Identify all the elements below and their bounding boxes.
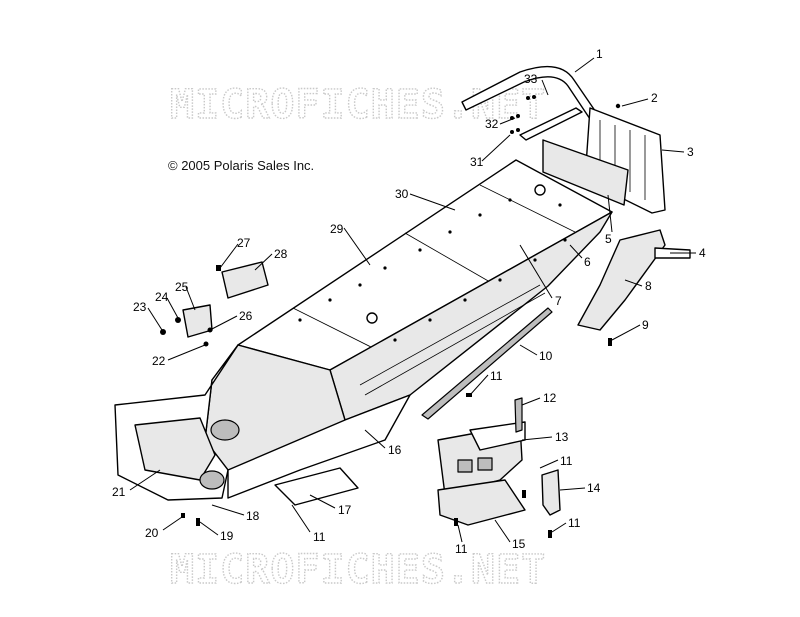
callout-16: 16 [388,443,402,457]
callout-4: 4 [699,246,706,260]
callout-labels: 1 2 3 4 5 6 7 8 9 10 11 12 13 11 14 11 1… [112,47,706,556]
watermark-bottom: MICROFICHES.NET [170,547,546,593]
callout-28: 28 [274,247,288,261]
chassis-tunnel [114,159,613,501]
callout-5: 5 [605,232,612,246]
callout-11e: 11 [313,530,326,544]
callout-24: 24 [155,290,169,304]
callout-33: 33 [524,72,538,86]
bracket-28 [221,261,269,299]
copyright-text: © 2005 Polaris Sales Inc. [168,158,314,173]
bracket-25 [182,304,213,338]
callout-7: 7 [555,294,562,308]
callout-12: 12 [543,391,557,405]
rail-strip [421,307,553,420]
callout-15: 15 [512,537,526,551]
callout-1: 1 [596,47,603,61]
running-board [577,229,666,331]
callout-30: 30 [395,187,409,201]
callout-11b: 11 [560,454,573,468]
front-brackets [437,421,526,526]
callout-8: 8 [645,279,652,293]
callout-21: 21 [112,485,126,499]
callout-25: 25 [175,280,189,294]
callout-31: 31 [470,155,484,169]
callout-23: 23 [133,300,147,314]
callout-11d: 11 [455,542,468,556]
callout-27: 27 [237,236,251,250]
callout-17: 17 [338,503,352,517]
callout-11a: 11 [490,369,503,383]
fasteners [160,95,621,538]
callout-14: 14 [587,481,601,495]
callout-20: 20 [145,526,159,540]
watermark-top: MICROFICHES.NET [170,82,546,128]
rear-plate [542,139,629,206]
callout-32: 32 [485,117,499,131]
callout-2: 2 [651,91,658,105]
callout-22: 22 [152,354,166,368]
side-bracket [541,469,561,516]
callout-11c: 11 [568,516,581,530]
callout-3: 3 [687,145,694,159]
callout-26: 26 [239,309,253,323]
callout-6: 6 [584,255,591,269]
leader-lines [129,57,696,543]
clip [514,397,523,433]
callout-18: 18 [246,509,260,523]
bottom-plate [274,467,359,506]
callout-10: 10 [539,349,553,363]
callout-13: 13 [555,430,569,444]
callout-29: 29 [330,222,344,236]
callout-9: 9 [642,318,649,332]
callout-19: 19 [220,529,234,543]
